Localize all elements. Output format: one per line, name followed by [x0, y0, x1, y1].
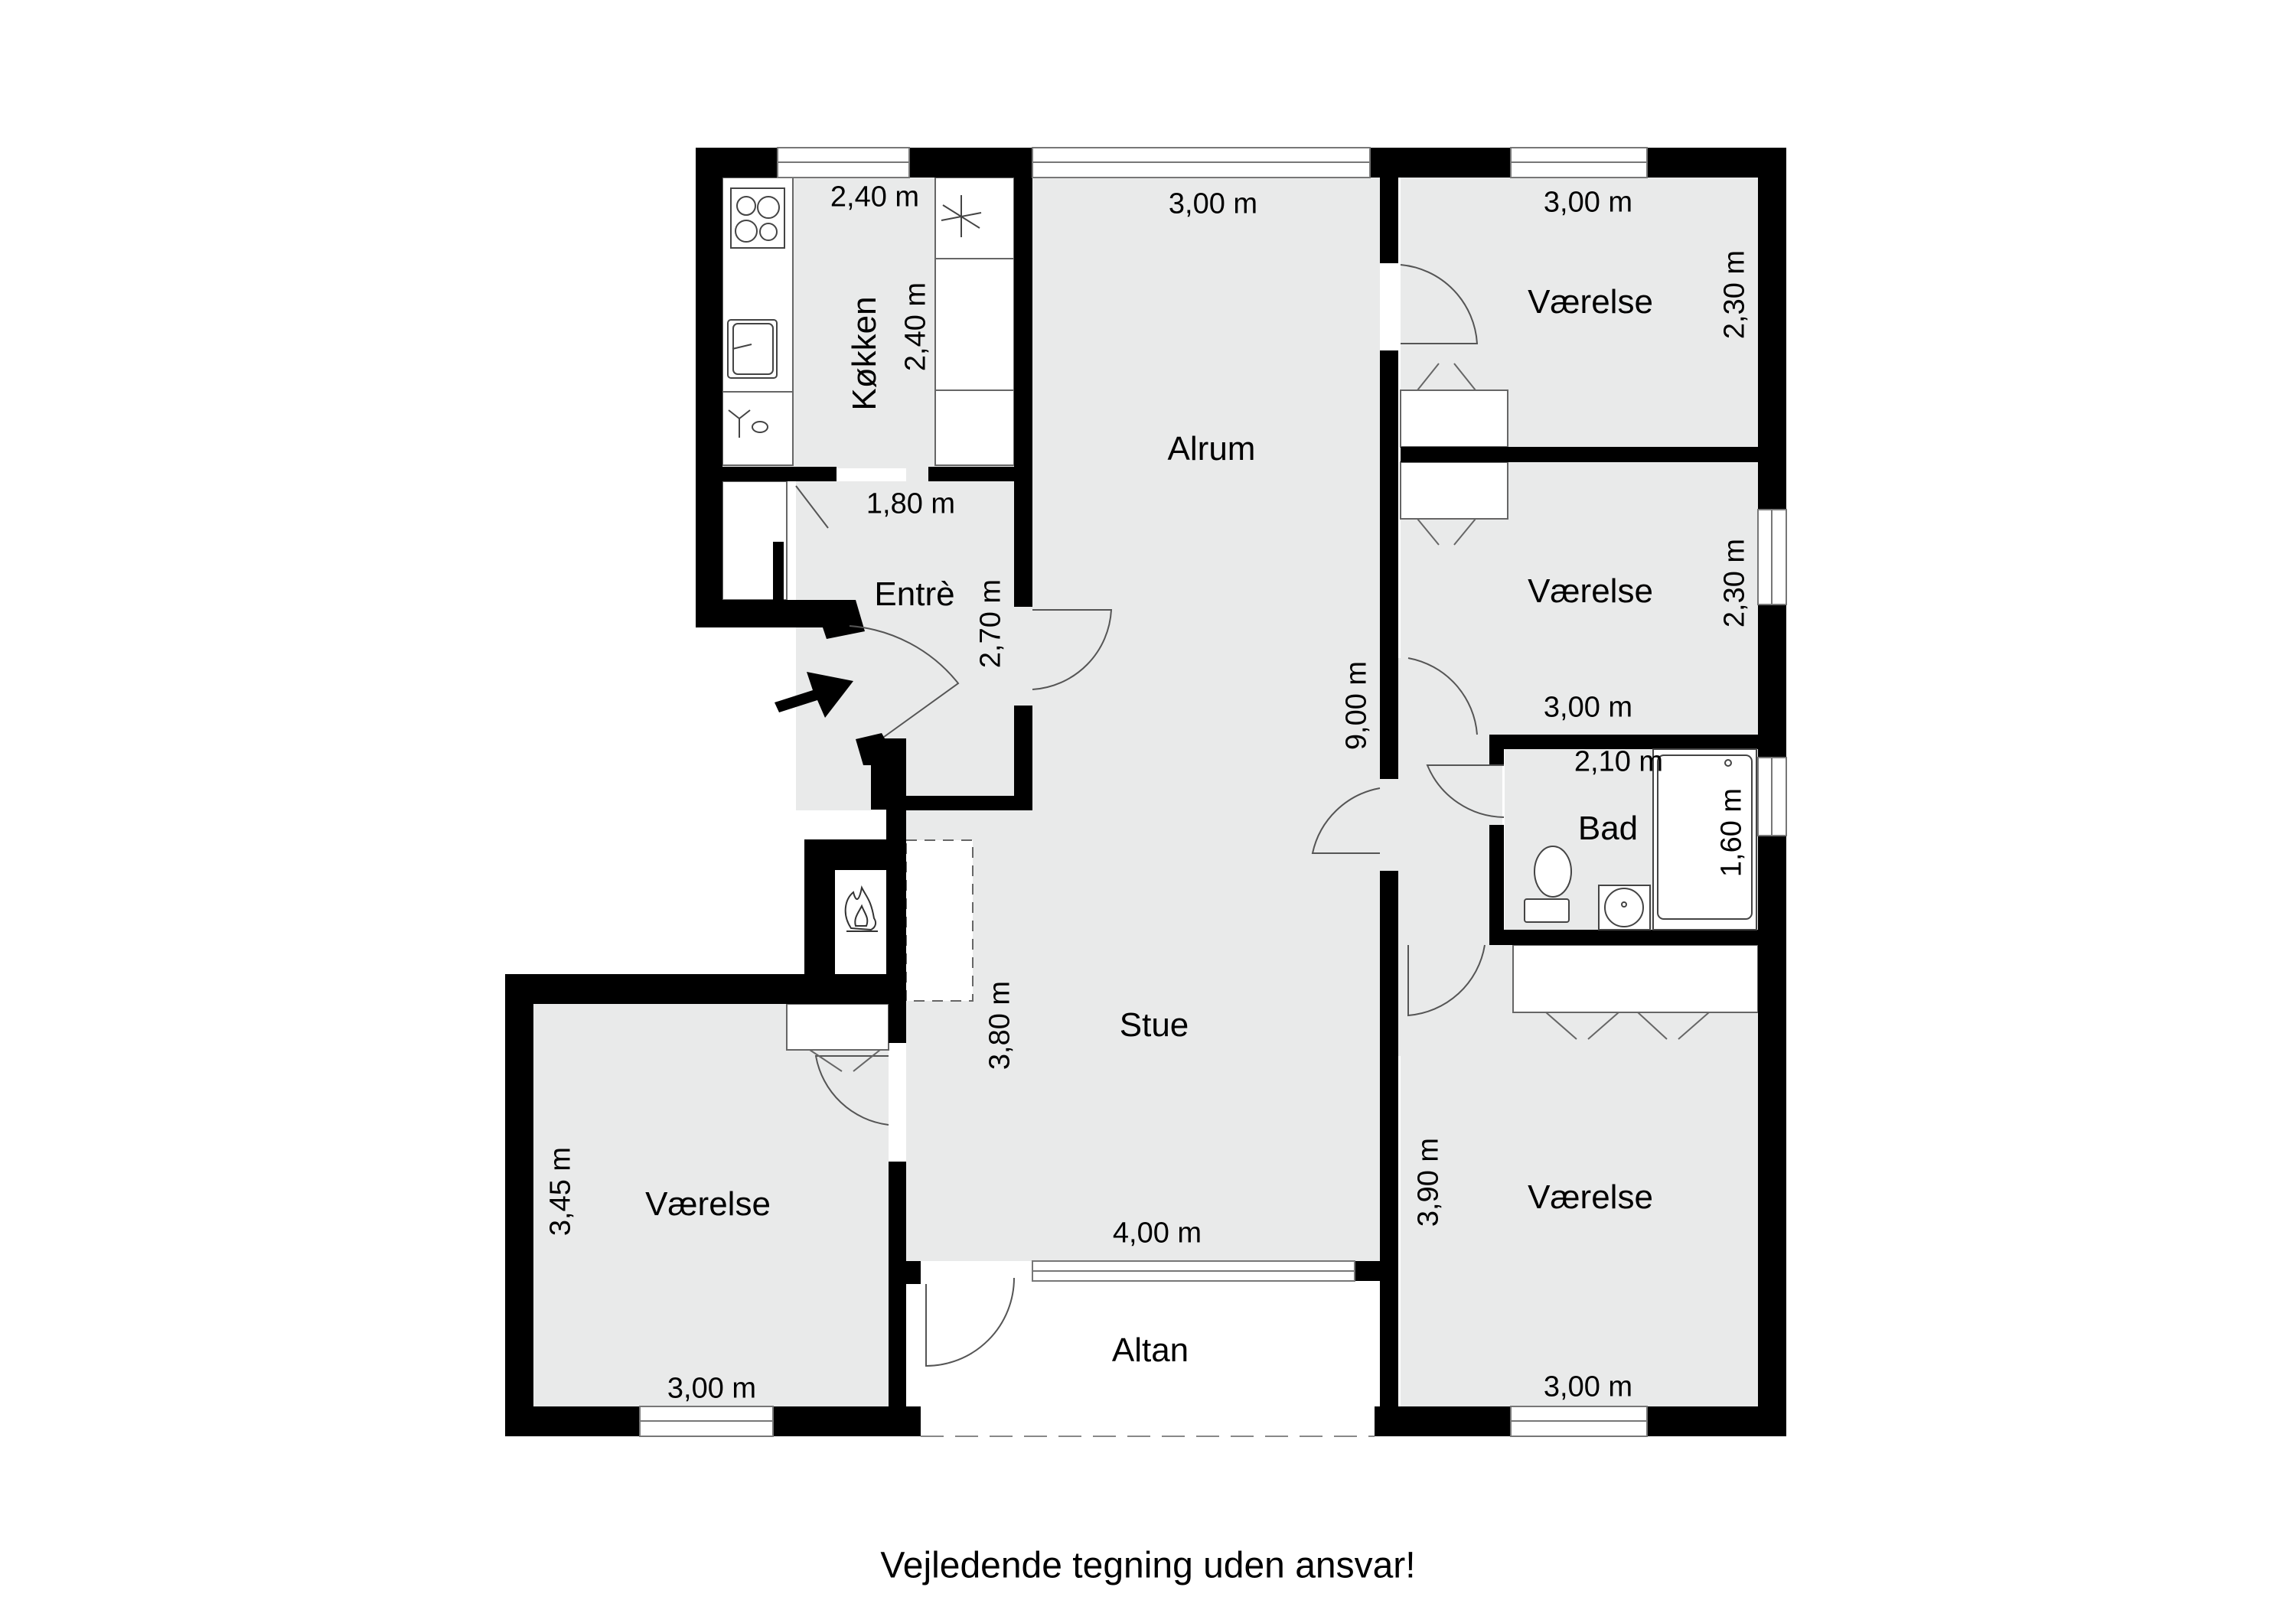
room-label-kitchen: Køkken — [846, 296, 883, 411]
wall-bath-left — [1489, 825, 1504, 945]
wall-entry-right-lower — [1014, 706, 1032, 810]
wardrobe-mid-right — [1400, 461, 1508, 520]
door-bedroom-mid-right[interactable] — [1407, 657, 1478, 735]
dim-bedroom-left-length: 3,45 m — [544, 1146, 577, 1237]
dim-bedroom-bottom-right-length: 3,90 m — [1412, 1137, 1445, 1227]
hearth — [905, 839, 974, 1002]
room-label-bathroom: Bad — [1577, 810, 1639, 847]
dim-bathroom-width: 2,10 m — [1574, 745, 1664, 778]
wardrobe-top-right — [1400, 389, 1508, 448]
stove-icon — [730, 187, 785, 249]
room-label-altan: Altan — [1111, 1331, 1189, 1369]
wall-divider-top — [1401, 447, 1758, 462]
wall-top-alrum-right — [1370, 148, 1511, 178]
toilet-icon — [1524, 846, 1572, 923]
dim-entry-length: 2,70 m — [974, 578, 1007, 669]
wall-right-outer-mid — [1758, 605, 1786, 758]
wall-bottom-right-b — [1647, 1406, 1786, 1436]
door-front[interactable] — [849, 625, 960, 738]
door-altan[interactable] — [925, 1277, 1015, 1367]
dim-entry-width: 1,80 m — [866, 487, 956, 520]
wall-chimney-right — [886, 796, 906, 977]
dim-kitchen-width: 2,40 m — [830, 181, 920, 213]
kitchen-sink-icon — [727, 319, 778, 379]
wall-bath-bottom — [1489, 930, 1758, 945]
wall-alrum-right-bottom — [1380, 871, 1398, 1436]
door-bedroom-top-right[interactable] — [1400, 264, 1479, 344]
wall-left-room-top — [505, 974, 906, 1004]
room-label-bedroom-bottom-right: Værelse — [1528, 1178, 1653, 1216]
wall-closet-side — [773, 542, 784, 600]
wall-left-room-right-top — [889, 974, 906, 1043]
floor-bedroom-left — [533, 1004, 889, 1406]
wall-left-room-right-bottom — [889, 1162, 906, 1436]
wall-bath-top — [1489, 735, 1758, 749]
walls — [505, 148, 1786, 1436]
wall-entry-lower — [856, 733, 906, 810]
windows — [639, 147, 1787, 1437]
door-bedroom-left[interactable] — [814, 1055, 889, 1126]
wall-left-room-left — [505, 974, 533, 1436]
dim-bedroom-mid-right-width: 3,00 m — [1543, 691, 1633, 724]
dishwasher-icon — [728, 409, 768, 438]
dim-alrum-length: 9,00 m — [1340, 660, 1373, 751]
entrance-arrow-icon — [775, 672, 853, 718]
dim-bedroom-top-right-length: 2,30 m — [1718, 249, 1751, 340]
dim-bedroom-bottom-right-width: 3,00 m — [1543, 1370, 1633, 1403]
wall-bath-left-top — [1489, 735, 1504, 765]
dim-stue-length: 3,80 m — [983, 980, 1016, 1071]
dim-kitchen-length: 2,40 m — [899, 282, 932, 372]
room-label-bedroom-top-right: Værelse — [1528, 283, 1653, 321]
kitchen-counter-right — [934, 177, 1015, 466]
wall-entry-bottom — [696, 600, 865, 639]
door-bathroom[interactable] — [1426, 764, 1505, 818]
kitchen-counter-left — [722, 177, 794, 466]
door-entry-alrum[interactable] — [1032, 609, 1113, 690]
wall-stue-altan-corner — [906, 1261, 921, 1284]
wall-kitchen-alrum — [1014, 148, 1032, 607]
room-label-stue: Stue — [1119, 1006, 1189, 1044]
wardrobe-doors — [809, 363, 1710, 1072]
wall-alrum-right-mid — [1380, 350, 1398, 779]
fireplace-icon — [844, 885, 878, 932]
wall-kitchen-left — [696, 148, 722, 627]
wall-kitchen-bottom-left — [722, 467, 837, 481]
wall-bottom-right-a — [1375, 1406, 1511, 1436]
dim-bedroom-mid-right-length: 2,30 m — [1718, 538, 1751, 628]
door-hall-alrum[interactable] — [1311, 787, 1381, 854]
dim-bedroom-left-width: 3,00 m — [667, 1372, 757, 1405]
floor-bedroom-bottom-right — [1401, 945, 1758, 1406]
floors — [533, 178, 1758, 1406]
dim-stue-width: 4,00 m — [1112, 1217, 1202, 1250]
room-label-bedroom-left: Værelse — [645, 1185, 771, 1223]
washbasin-icon — [1598, 885, 1651, 930]
disclaimer-text: Vejledende tegning uden ansvar! — [880, 1545, 1416, 1586]
door-bedroom-bottom-right[interactable] — [1407, 944, 1486, 1017]
dim-alrum-width: 3,00 m — [1168, 187, 1258, 220]
room-label-bedroom-mid-right: Værelse — [1528, 572, 1653, 610]
fixtures — [722, 177, 1759, 1436]
wall-kitchen-bottom-right — [928, 467, 1014, 481]
room-label-alrum: Alrum — [1167, 430, 1256, 468]
dim-bedroom-top-right-width: 3,00 m — [1543, 186, 1633, 219]
wall-entry-base — [906, 796, 1032, 810]
wardrobe-left — [786, 1003, 889, 1051]
wall-chimney-left — [804, 839, 835, 977]
altan-floor — [921, 1281, 1375, 1436]
door-entry-closet[interactable] — [795, 485, 829, 529]
wall-right-outer-top — [1758, 148, 1786, 510]
wall-right-outer-bottom — [1758, 836, 1786, 1436]
exhaust-fan-icon — [941, 195, 982, 237]
wall-top-kitchen-right — [909, 148, 1032, 178]
wall-alrum-right-top — [1380, 178, 1398, 263]
bathtub-icon — [1652, 748, 1757, 930]
wall-altan-right — [1355, 1261, 1380, 1281]
room-label-entry: Entrè — [874, 575, 955, 613]
doors — [795, 264, 1505, 1367]
dim-bathroom-length: 1,60 m — [1715, 787, 1748, 878]
wall-left-room-bottom-a — [505, 1406, 640, 1436]
wardrobe-bottom-right — [1512, 944, 1759, 1013]
